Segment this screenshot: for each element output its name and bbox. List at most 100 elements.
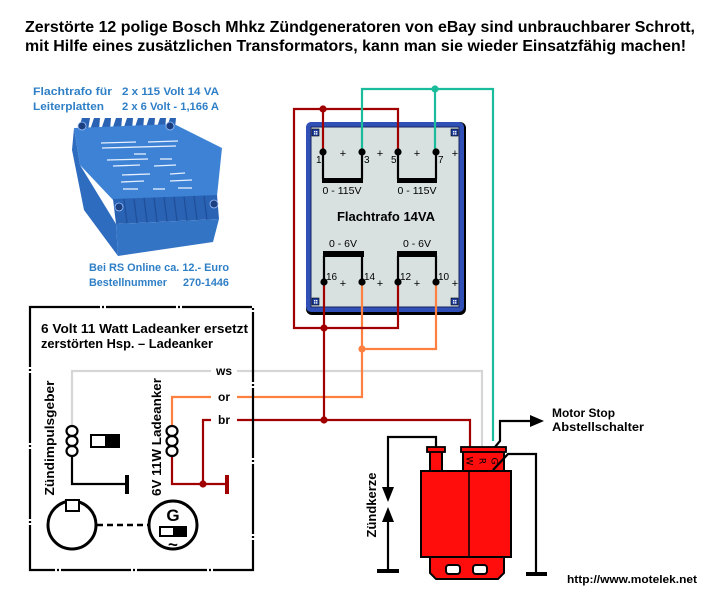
pin-1 <box>319 148 327 156</box>
primary-winding-2: 0 - 115V <box>396 152 438 197</box>
plus-sign: + <box>414 278 420 290</box>
junction-dot <box>320 416 328 424</box>
wire-br <box>201 418 472 484</box>
trafo-label-left-1: Flachtrafo für <box>33 86 113 98</box>
order-number: 270-1446 <box>183 277 229 289</box>
coil1-label: Zündimpulsgeber <box>43 380 57 495</box>
ignition-body <box>420 470 512 558</box>
pin-16-label: 16 <box>326 272 338 283</box>
shop-info: Bei RS Online ca. 12.- Euro <box>89 262 229 274</box>
wire-label-or: or <box>218 390 230 404</box>
pin-16 <box>320 278 328 286</box>
trafo-photo-side <box>72 128 118 256</box>
pin-7-label: 7 <box>438 155 444 166</box>
arrow-right-icon <box>530 415 544 427</box>
junction-dot <box>358 345 366 353</box>
motor-stop-label-1: Motor Stop <box>552 406 615 420</box>
junction-dot <box>319 105 327 113</box>
wire-teal <box>360 87 495 441</box>
trafo-label-right-2: 2 x 6 Volt - 1,166 A <box>122 101 219 113</box>
generator-letter: G <box>166 506 179 525</box>
ignition-mount <box>429 556 505 580</box>
wire-br-coil <box>170 457 227 486</box>
connector-lip <box>460 446 507 453</box>
trafo-photo-screws <box>77 121 219 212</box>
plus-sign: + <box>452 278 458 290</box>
primary-1-label: 0 - 115V <box>323 185 362 197</box>
wire-or-bridge <box>362 282 438 351</box>
spark-gap-arrow-up <box>382 507 394 522</box>
plus-sign: + <box>452 148 458 160</box>
primary-winding-1: 0 - 115V <box>321 152 364 197</box>
transformer-name: Flachtrafo 14VA <box>337 209 436 224</box>
plus-sign: + <box>414 148 420 160</box>
mount-hole <box>472 564 488 575</box>
ignition-module: Zündkerze W R G <box>365 415 547 580</box>
trafo-photo-fin-lines <box>123 195 208 224</box>
trafo-photo-front-face <box>116 219 219 256</box>
coil-ladeanker <box>165 424 229 494</box>
generator-box-title-2: zerstörten Hsp. – Ladeanker <box>41 336 213 351</box>
generator-box-title-1: 6 Volt 11 Watt Ladeanker ersetzt <box>41 321 249 336</box>
terminal-w: W <box>464 457 474 466</box>
generator-symbol: G ~ <box>147 499 199 554</box>
title-line-2: mit Hilfe eines zusätzlichen Transformat… <box>25 38 686 55</box>
pin-5 <box>394 148 402 156</box>
wire-or <box>170 282 364 426</box>
secondary-1-label: 0 - 6V <box>329 238 357 250</box>
wire-label-br: br <box>218 413 230 427</box>
terminal-g: G <box>489 458 499 465</box>
secondary-2-label: 0 - 6V <box>403 238 431 250</box>
pin-5-label: 5 <box>391 155 397 166</box>
pin-3-label: 3 <box>364 155 370 166</box>
junction-dot <box>320 324 328 332</box>
motor-stop-label-2: Abstellschalter <box>552 420 644 434</box>
plus-sign: + <box>340 148 346 160</box>
junction-dot <box>431 85 439 93</box>
trafo-photo-print <box>100 140 193 190</box>
secondary-winding-1: 0 - 6V <box>322 238 364 282</box>
trafo-label-right-1: 2 x 115 Volt 14 VA <box>122 86 219 98</box>
plus-sign: + <box>377 148 383 160</box>
generator-box-border <box>28 305 255 572</box>
trafo-photo-top-face <box>74 124 222 201</box>
pin-12 <box>394 278 402 286</box>
spark-plug-label: Zündkerze <box>365 472 379 537</box>
coil2-label: 6V 11W Ladeanker <box>150 378 164 496</box>
plus-sign: + <box>377 278 383 290</box>
transformer-pins <box>319 148 440 286</box>
wire-ws <box>70 369 484 448</box>
transformer-panel <box>310 126 460 308</box>
pin-1-label: 1 <box>316 155 322 166</box>
secondary-winding-2: 0 - 6V <box>396 238 438 282</box>
pin-7 <box>432 148 440 156</box>
title-line-1: Zerstörte 12 polige Bosch Mhkz Zündgener… <box>25 19 695 36</box>
pin-3 <box>358 148 366 156</box>
trafo-label-left-2: Leiterplatten <box>33 101 104 113</box>
transformer-schematic: 0 - 115V 0 - 115V Flachtrafo 14VA 0 - 6V… <box>306 122 466 315</box>
hv-output-stem <box>429 450 443 472</box>
junction-dot <box>199 480 207 488</box>
primary-2-label: 0 - 115V <box>398 185 437 197</box>
flywheel-symbol <box>46 499 98 551</box>
ac-symbol: ~ <box>168 535 178 554</box>
website-link[interactable]: http://www.motelek.net <box>567 574 697 586</box>
order-label: Bestellnummer <box>89 277 168 289</box>
coil-zuendimpulsgeber <box>65 424 129 494</box>
pin-14 <box>358 278 366 286</box>
pin-12-label: 12 <box>400 272 412 283</box>
spark-gap-arrow-down <box>382 487 394 502</box>
wire-br-primary-loop <box>292 107 400 330</box>
terminal-r: R <box>477 458 487 464</box>
trafo-photo <box>72 118 222 256</box>
pin-10 <box>432 278 440 286</box>
pin-14-label: 14 <box>364 272 376 283</box>
or-label-bg <box>211 390 237 403</box>
wire-label-ws: ws <box>215 364 232 378</box>
plus-sign: + <box>340 278 346 290</box>
pin-10-label: 10 <box>438 272 450 283</box>
br-label-bg <box>211 413 237 426</box>
ws-label-bg <box>211 364 237 377</box>
magnet-icon <box>90 434 120 448</box>
